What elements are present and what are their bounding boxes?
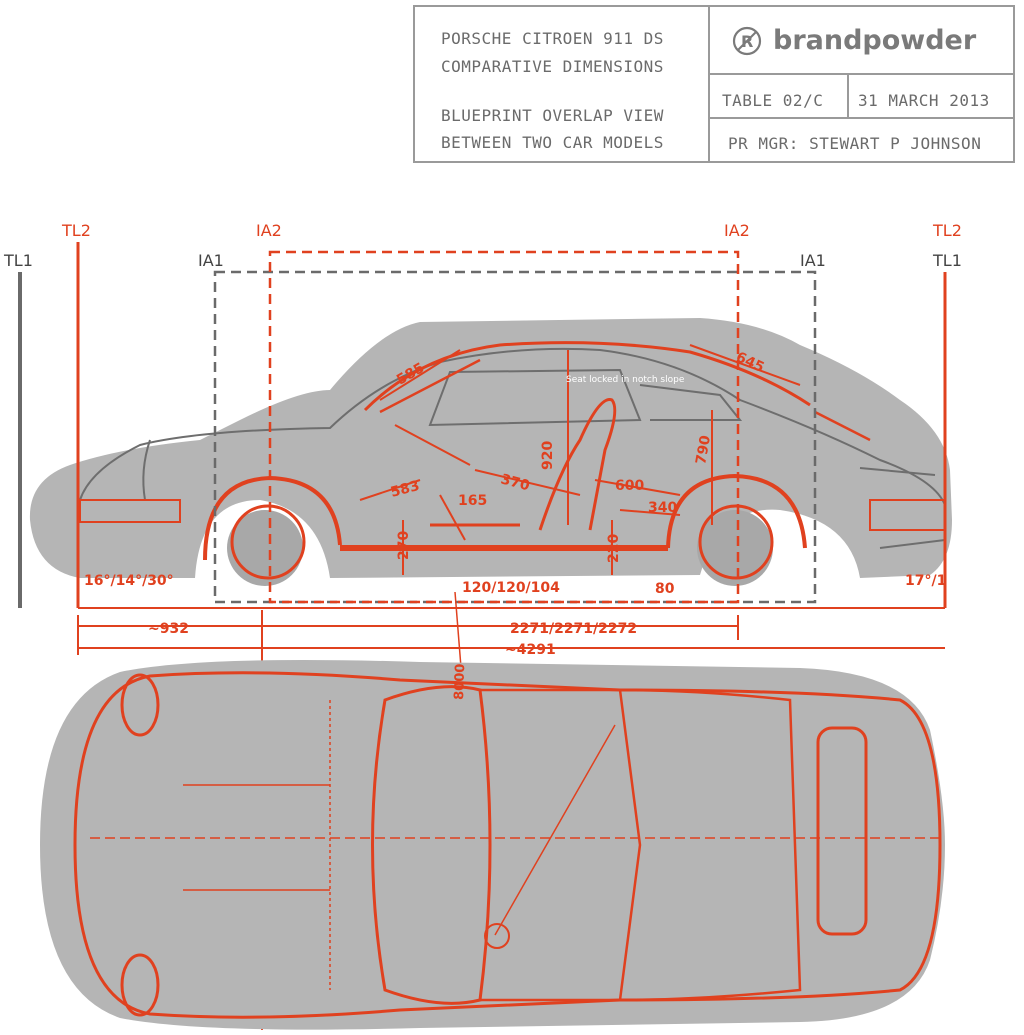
ia2-left-label: IA2 <box>256 221 282 240</box>
front-right-headlamp <box>120 953 160 1017</box>
title-line-4: BETWEEN TWO CAR MODELS <box>441 133 664 152</box>
dim-583: 583 <box>389 478 421 501</box>
roof-top <box>480 688 642 1002</box>
rear-deck-top <box>619 688 802 1002</box>
dim-600: 600 <box>615 478 644 494</box>
dim-165: 165 <box>458 493 487 509</box>
side-view-porsche-outline <box>79 347 946 549</box>
title-line-3: BLUEPRINT OVERLAP VIEW <box>441 106 664 125</box>
table-date: 31 MARCH 2013 <box>858 91 990 110</box>
dim-8000: 8000 <box>452 663 468 700</box>
dim-270: 270 <box>396 531 412 560</box>
project-manager: PR MGR: STEWART P JOHNSON <box>728 134 982 153</box>
ds-body-side <box>29 318 952 578</box>
ia2-right-label: IA2 <box>724 221 750 240</box>
steering-wheel-top <box>484 923 510 949</box>
porsche-outline-top <box>73 671 942 1019</box>
dim-angle-rear: 17°/1 <box>905 573 946 589</box>
dim-wheelbase: 2271/2271/2272 <box>510 621 637 637</box>
top-body <box>40 659 945 1030</box>
tl2-left-label: TL2 <box>61 221 91 240</box>
dim-220: 220 <box>606 534 622 563</box>
side-view-gray-silhouette <box>29 318 952 586</box>
seat-note: Seat locked in notch slope <box>566 375 685 385</box>
dim-overhang: ~932 <box>148 621 189 637</box>
table-number: TABLE 02/C <box>722 91 824 110</box>
title-block: PORSCHE CITROEN 911 DS COMPARATIVE DIMEN… <box>413 5 1015 163</box>
seat <box>538 398 617 531</box>
tl2-right-label: TL2 <box>932 221 962 240</box>
ia1-left-label: IA1 <box>198 251 224 270</box>
dim-340: 340 <box>648 500 677 516</box>
dim-790: 790 <box>693 434 714 466</box>
ia1-right-label: IA1 <box>800 251 826 270</box>
dim-920: 920 <box>540 441 556 470</box>
front-bumper <box>79 499 181 523</box>
front-left-headlamp <box>120 673 160 737</box>
title-line-2: COMPARATIVE DIMENSIONS <box>441 57 664 76</box>
top-view-gray-silhouette <box>40 659 945 1030</box>
tl1-left-label: TL1 <box>3 251 33 270</box>
title-line-1: PORSCHE CITROEN 911 DS <box>441 29 664 48</box>
title-block-divider-h2 <box>708 117 1013 119</box>
title-block-divider-h1 <box>708 73 1013 75</box>
dim-angle-front: 16°/14°/30° <box>84 573 174 589</box>
title-block-divider-vertical <box>708 7 710 161</box>
front-wheel <box>230 504 306 580</box>
brand-name: brandpowder <box>773 25 977 56</box>
dim-clearance: 120/120/104 <box>462 580 560 596</box>
dim-length: ~4291 <box>505 642 556 658</box>
engine-lid <box>814 410 871 442</box>
ds-rear-wheel <box>697 510 773 586</box>
dim-370: 370 <box>499 471 532 494</box>
side-view-red-lines <box>79 341 946 580</box>
top-view-red-lines <box>73 671 942 1019</box>
rear-wheel-arch <box>666 473 807 549</box>
overall-dimension-lines <box>77 591 945 681</box>
side-view-dimension-lines <box>359 344 801 575</box>
engine-grille <box>816 726 868 936</box>
rear-wheel <box>698 504 774 580</box>
brand-logo-icon: R <box>732 26 762 56</box>
windscreen <box>379 358 481 414</box>
tl1-right-label: TL1 <box>932 251 962 270</box>
diagonal-measure <box>494 724 616 936</box>
dim-80: 80 <box>655 581 675 597</box>
ds-front-wheel <box>227 510 303 586</box>
title-block-divider-v2 <box>847 73 849 118</box>
roof-line <box>363 341 811 412</box>
ia2-box <box>268 250 740 604</box>
